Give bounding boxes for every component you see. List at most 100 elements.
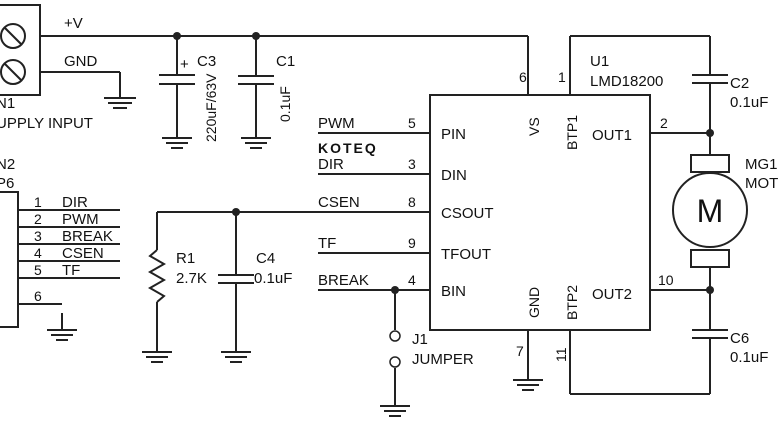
- pin-name: CSOUT: [441, 205, 494, 222]
- motor-name: MOT: [745, 175, 778, 192]
- ground-symbol: [162, 137, 192, 149]
- pin-name: DIN: [441, 167, 467, 184]
- header-pin-label: BREAK: [62, 228, 113, 245]
- junction-dot: [706, 286, 714, 294]
- motor-mg1: M MG1 MOT: [672, 154, 778, 330]
- pin-name-out1: OUT1: [592, 127, 632, 144]
- header-pin-label: DIR: [62, 194, 88, 211]
- header-pin-label: PWM: [62, 211, 99, 228]
- jumper-pin-2: [389, 356, 401, 368]
- control-header: N2 P6 1 DIR 2 PWM 3 BREAK 4 CSEN 5 TF 6: [0, 156, 120, 341]
- c2-ref: C2: [730, 75, 749, 92]
- gnd-net: GND: [40, 53, 136, 109]
- jumper-ref: J1: [412, 331, 428, 348]
- vplus-net: +V: [40, 15, 529, 95]
- net-label: DIR: [318, 156, 344, 173]
- c3-plus: +: [180, 56, 189, 73]
- pin-num: 1: [558, 69, 566, 85]
- header-pins: 1 DIR 2 PWM 3 BREAK 4 CSEN 5 TF 6: [18, 194, 120, 305]
- ic-lmd18200: U1 LMD18200 6 VS 1 BTP1 7 GND 11 BTP2 PW…: [318, 36, 710, 394]
- connector-ref: N1: [0, 95, 15, 112]
- pin-name-btp2: BTP2: [564, 285, 580, 320]
- pin-num: 6: [519, 69, 527, 85]
- jumper-pin-1: [389, 330, 401, 342]
- header-pin-number: 5: [34, 262, 42, 278]
- r1-ref: R1: [176, 250, 195, 267]
- c1-ref: C1: [276, 53, 295, 70]
- jumper-j1: J1 JUMPER: [380, 286, 474, 417]
- svg-text:KOTEQ: KOTEQ: [318, 140, 378, 156]
- c6-ref: C6: [730, 330, 749, 347]
- ground-symbol: [380, 405, 410, 417]
- btp1-net: [570, 35, 711, 75]
- capacitor-c2: C2 0.1uF: [692, 74, 768, 155]
- resistor-r1: R1 2.7K: [142, 212, 207, 363]
- net-label: CSEN: [318, 194, 360, 211]
- c6-value: 0.1uF: [730, 349, 768, 366]
- pin-num: 8: [408, 194, 416, 210]
- net-label: PWM: [318, 115, 355, 132]
- header-name: P6: [0, 175, 14, 192]
- ground-symbol: [513, 379, 543, 391]
- pin-name: TFOUT: [441, 246, 491, 263]
- header-body: [0, 191, 19, 328]
- pin-num: 10: [658, 272, 674, 288]
- header-ref: N2: [0, 156, 15, 173]
- connector-body: [0, 4, 41, 96]
- pin-name: BIN: [441, 283, 466, 300]
- header-pin-number: 1: [34, 194, 42, 210]
- c4-ref: C4: [256, 250, 275, 267]
- csen-net: [157, 208, 430, 216]
- r1-value: 2.7K: [176, 270, 207, 287]
- header-pin-label: CSEN: [62, 245, 104, 262]
- pin-num: 11: [553, 347, 569, 362]
- pin-name-out2: OUT2: [592, 286, 632, 303]
- jumper-name: JUMPER: [412, 351, 474, 368]
- header-pin-label: TF: [62, 262, 80, 279]
- c2-value: 0.1uF: [730, 94, 768, 111]
- pin-name-vs: VS: [526, 117, 542, 136]
- junction-dot: [706, 129, 714, 137]
- ic-ref: U1: [590, 53, 609, 70]
- ic-part: LMD18200: [590, 73, 663, 90]
- capacitor-c1: C1 0.1uF: [238, 36, 295, 149]
- motor-body: [672, 172, 748, 248]
- power-input-connector: N1 UPPLY INPUT: [0, 4, 93, 132]
- screw-terminal-1: [0, 23, 26, 49]
- motor-ref: MG1: [745, 156, 778, 173]
- ground-symbol: [221, 351, 251, 363]
- ground-symbol: [104, 97, 136, 109]
- c4-value: 0.1uF: [254, 270, 292, 287]
- screw-terminal-2: [0, 59, 26, 85]
- ground-symbol: [142, 351, 172, 363]
- net-label: TF: [318, 235, 336, 252]
- vplus-label: +V: [64, 15, 83, 32]
- gnd-label: GND: [64, 53, 98, 70]
- pin-num: 7: [516, 343, 524, 359]
- capacitor-c4: C4 0.1uF: [218, 212, 292, 363]
- c3-value: 220uF/63V: [203, 73, 219, 142]
- pin-num: 3: [408, 156, 416, 172]
- connector-name: UPPLY INPUT: [0, 115, 93, 132]
- header-pin-number: 6: [34, 288, 42, 304]
- ground-symbol: [241, 137, 271, 149]
- header-pin-number: 4: [34, 245, 42, 261]
- capacitor-c3: + C3 220uF/63V: [159, 36, 219, 149]
- c3-ref: C3: [197, 53, 216, 70]
- pin-name: PIN: [441, 126, 466, 143]
- pin-num: 9: [408, 235, 416, 251]
- motor-symbol: M: [697, 193, 724, 229]
- header-pin-number: 2: [34, 211, 42, 227]
- net-label: BREAK: [318, 272, 369, 289]
- c1-value: 0.1uF: [277, 86, 293, 122]
- pin-num: 2: [660, 115, 668, 131]
- pin-num: 4: [408, 272, 416, 288]
- pin-num: 5: [408, 115, 416, 131]
- koteq-logo: KOTEQ: [318, 140, 378, 156]
- header-pin-number: 3: [34, 228, 42, 244]
- pin-name-btp1: BTP1: [564, 115, 580, 150]
- capacitor-c6: C6 0.1uF: [570, 329, 768, 395]
- pin-name-gnd: GND: [526, 287, 542, 318]
